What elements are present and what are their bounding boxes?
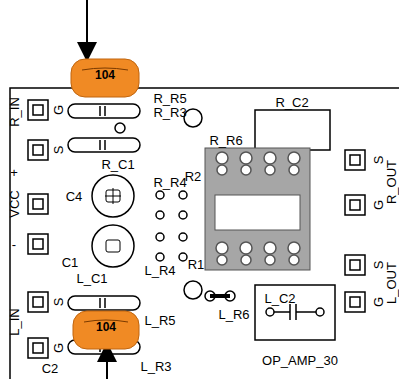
silkscreen-label: R_R3 [153, 106, 186, 119]
silkscreen-label: R_OUT [385, 160, 398, 204]
silkscreen-label: G [52, 105, 65, 115]
silkscreen-label: R1 [188, 258, 205, 271]
silkscreen-label: L_R4 [144, 264, 175, 277]
silkscreen-label: C2 [42, 362, 59, 375]
ceramic-capacitor: 104 [70, 58, 140, 98]
silkscreen-label: R2 [185, 170, 202, 183]
silkscreen-label: R_R5 [153, 92, 186, 105]
silkscreen-label: + [10, 166, 18, 179]
silkscreen-label: C1 [62, 256, 79, 269]
silkscreen-label: L_R6 [218, 308, 249, 321]
silkscreen-label: S [52, 146, 65, 155]
silkscreen-label: OP_AMP_30 [262, 354, 338, 367]
silkscreen-label: R_C1 [101, 158, 134, 171]
silkscreen-label: R_R6 [209, 134, 242, 147]
silkscreen-label: VCC [8, 190, 21, 217]
capacitor-value: 104 [96, 320, 116, 334]
silkscreen-label: L_IN [8, 308, 21, 335]
silkscreen-label: L_OUT [385, 262, 398, 304]
silkscreen-label: L_R5 [144, 314, 175, 327]
silkscreen-label: S [372, 261, 385, 270]
silkscreen-label: - [12, 238, 16, 251]
silkscreen-label: R_C2 [275, 96, 308, 109]
silkscreen-label: R_R4 [153, 176, 186, 189]
silkscreen-label: L_R3 [140, 360, 171, 373]
silkscreen-label: L_C2 [264, 292, 295, 305]
silkscreen-label: G [372, 200, 385, 210]
silkscreen-label: C4 [66, 190, 83, 203]
ceramic-capacitor: 104 [72, 310, 140, 350]
capacitor-value: 104 [95, 68, 115, 82]
silkscreen-label: L_C1 [76, 272, 107, 285]
silkscreen-label: R_IN [8, 97, 21, 127]
silkscreen-label: S [52, 298, 65, 307]
silkscreen-label: S [372, 156, 385, 165]
silkscreen-label: G [372, 297, 385, 307]
silkscreen-label: G [52, 343, 65, 353]
